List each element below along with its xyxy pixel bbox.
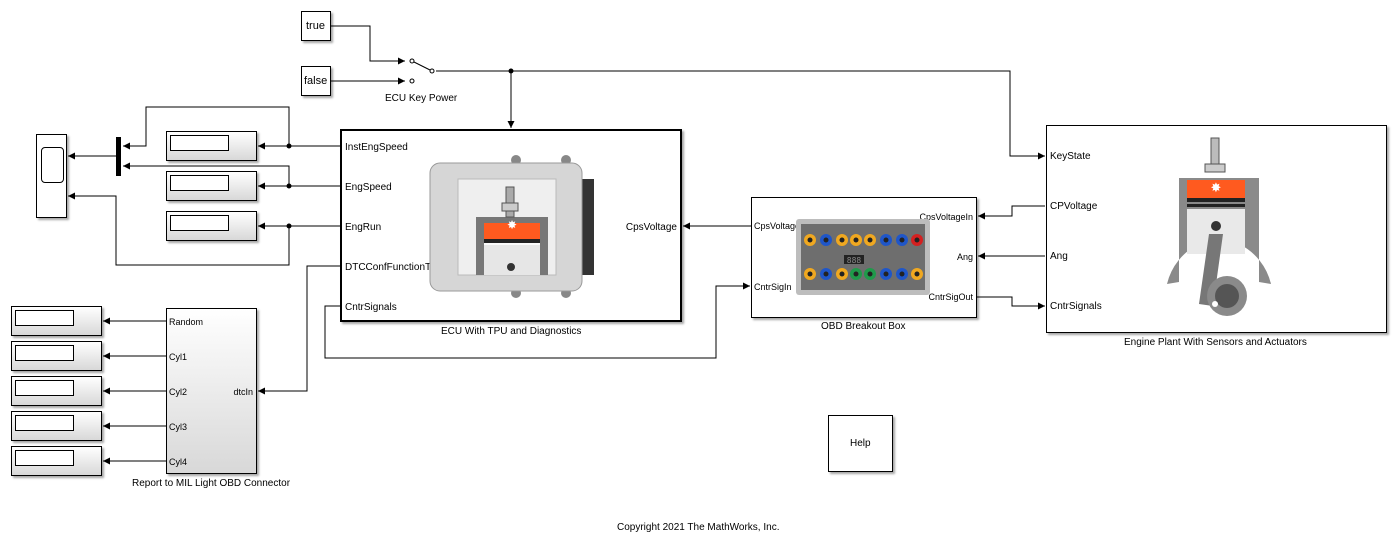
help-label: Help [850,438,871,449]
manual-switch-block[interactable] [404,52,440,88]
display-readout [15,310,74,326]
obd-port-cntrsigin: CntrSigIn [754,282,792,292]
engine-port-cntrsignals: CntrSignals [1050,301,1102,312]
mil-outport-cyl4: Cyl4 [169,457,188,467]
obd-port-cntrsigout: CntrSigOut [928,292,973,302]
ecu-unit-icon: ✸ [429,155,594,298]
false-constant-value: false [304,75,328,87]
mil-report-subsystem-block[interactable]: Random Cyl1 Cyl2 Cyl3 Cyl4 dtcIn [166,308,257,474]
svg-text:✸: ✸ [1211,181,1222,196]
display-readout [15,415,74,431]
display-readout [15,450,74,466]
ecu-caption: ECU With TPU and Diagnostics [441,326,582,337]
display-engrun[interactable] [166,211,257,241]
ecu-inport-4: CntrSignals [345,302,397,313]
display-cyl3[interactable] [11,411,102,441]
mil-outport-cyl2: Cyl2 [169,387,188,397]
display-readout [170,215,229,231]
engine-caption: Engine Plant With Sensors and Actuators [1124,337,1307,348]
engine-piston-icon: ✸ [1167,137,1271,316]
wire-true-to-switch [331,25,405,65]
mil-outport-random: Random [169,317,204,327]
wire-branch-mux1 [123,106,290,150]
display-random[interactable] [11,306,102,336]
wire-switch-out [436,70,1045,160]
engine-port-cpvoltage: CPVoltage [1050,201,1098,212]
display-cyl1[interactable] [11,341,102,371]
mil-outport-cyl1: Cyl1 [169,352,188,362]
obd-jack-panel-icon: 888 [796,219,930,295]
ecu-inport-3: DTCConfFunctionTPU [345,262,446,273]
display-cyl4[interactable] [11,446,102,476]
ecu-inport-2: EngRun [345,222,382,233]
true-constant-value: true [306,20,325,32]
engine-port-ang: Ang [1050,251,1068,262]
obd-breakout-box-block[interactable]: CpsVoltageOut CntrSigIn CpsVoltageIn Ang… [751,197,977,318]
wire-cntrsignals [324,282,750,359]
copyright-text: Copyright 2021 The MathWorks, Inc. [617,522,780,533]
mil-inport-dtcin: dtcIn [233,387,253,397]
mil-outport-cyl3: Cyl3 [169,422,188,432]
false-constant-block[interactable]: false [301,66,331,96]
help-button[interactable]: Help [828,415,893,472]
wire-cpvoltage [978,205,1045,220]
obd-port-ang: Ang [956,252,973,262]
display-cyl2[interactable] [11,376,102,406]
svg-text:✸: ✸ [507,218,517,232]
obd-port-cpsvoltagein: CpsVoltageIn [919,212,973,222]
engine-port-keystate: KeyState [1050,151,1091,162]
wire-branch-scope [68,192,290,266]
switch-caption: ECU Key Power [385,93,458,104]
ecu-inport-0: InstEngSpeed [345,142,408,153]
obd-port-cpsvoltageout: CpsVoltageOut [754,221,815,231]
ecu-outport: CpsVoltage [625,222,677,233]
svg-text:888: 888 [847,256,862,265]
display-engspeed[interactable] [166,171,257,201]
display-readout [15,380,74,396]
wire-cntrsigout [977,296,1045,310]
wire-dtc [258,265,340,395]
display-readout [170,175,229,191]
obd-caption: OBD Breakout Box [821,321,906,332]
engine-plant-block[interactable]: KeyState CPVoltage Ang CntrSignals ✸ [1046,125,1387,333]
mux-block[interactable] [116,137,121,176]
wire-branch-mux2 [123,162,290,186]
display-instengspeed[interactable] [166,131,257,161]
ecu-subsystem-block[interactable]: InstEngSpeed EngSpeed EngRun DTCConfFunc… [340,129,682,322]
scope-icon [41,147,64,183]
true-constant-block[interactable]: true [301,11,331,41]
display-readout [170,135,229,151]
ecu-inport-1: EngSpeed [345,182,392,193]
mil-caption: Report to MIL Light OBD Connector [132,478,291,489]
scope-block[interactable] [36,134,67,218]
display-readout [15,345,74,361]
